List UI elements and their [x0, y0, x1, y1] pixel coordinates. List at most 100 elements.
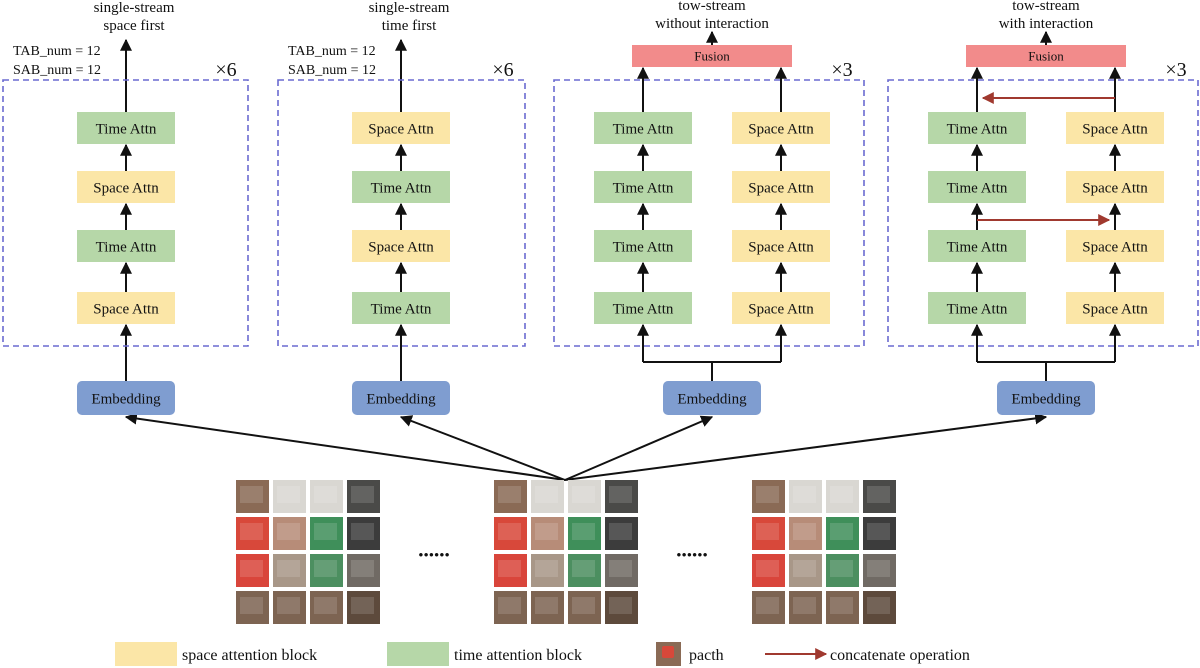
patch-grid-3-patch-r3-c1-shade — [793, 597, 816, 614]
panel-frame-p2 — [277, 79, 526, 347]
embedding-box-p3-box — [663, 381, 761, 415]
panel-title-line1-p4: tow-stream — [1012, 0, 1080, 14]
patch-grid-1-patch-r0-c1 — [273, 480, 306, 513]
embedding-box-p2-box — [352, 381, 450, 415]
patch-grid-3-patch-r0-c0-shade — [756, 486, 779, 503]
legend-time-label: time attention block — [454, 647, 582, 664]
patch-grid-2-patch-r2-c0-shade — [498, 560, 521, 577]
patch-grid-3-patch-r0-c3 — [863, 480, 896, 513]
patch-grid-1-patch-r3-c2-shade — [314, 597, 337, 614]
patch-grid-1-patch-r3-c3-shade — [351, 597, 374, 614]
legend-patch-face — [662, 646, 674, 658]
attn-block-p3-r3-c1-box — [732, 292, 830, 324]
panel-title-line2-p4: with interaction — [999, 16, 1094, 32]
patch-grid-2-patch-r1-c2-shade — [572, 523, 595, 540]
patch-grid-3-patch-r3-c2-shade — [830, 597, 853, 614]
patch-grid-1-patch-r2-c2-shade — [314, 560, 337, 577]
patch-grid-3-patch-r0-c1-shade — [793, 486, 816, 503]
patch-grid-1-patch-r3-c1-shade — [277, 597, 300, 614]
panel-title-line2-p3: without interaction — [655, 16, 769, 32]
patch-grid-2-patch-r1-c1 — [531, 517, 564, 550]
patch-grid-2-patch-r3-c0 — [494, 591, 527, 624]
attn-block-p1-r3-c0-box — [77, 292, 175, 324]
patch-grid-3-patch-r2-c2 — [826, 554, 859, 587]
legend-patch-icon — [656, 642, 681, 666]
patch-grid-2-patch-r2-c1 — [531, 554, 564, 587]
attn-block-p1-r1-c0-label: Space Attn — [93, 180, 159, 196]
patch-grid-2-patch-r2-c3-shade — [609, 560, 632, 577]
patch-grid-2-patch-r0-c0 — [494, 480, 527, 513]
attn-block-p3-r0-c1-label: Space Attn — [748, 121, 814, 137]
attn-block-p4-r0-c0-box — [928, 112, 1026, 144]
patch-grid-1-patch-r3-c0 — [236, 591, 269, 624]
attn-block-p4-r3-c1-box — [1066, 292, 1164, 324]
attn-block-p3-r1-c0-box — [594, 171, 692, 203]
patch-grid-2-patch-r0-c3 — [605, 480, 638, 513]
patch-grid-1-patch-r0-c2 — [310, 480, 343, 513]
patch-grid-1-patch-r2-c1 — [273, 554, 306, 587]
patch-grid-3-patch-r3-c0 — [752, 591, 785, 624]
patch-grid-3-patch-r1-c1-shade — [793, 523, 816, 540]
patch-grid-1-patch-r3-c3 — [347, 591, 380, 624]
repeat-marker-p2: ×6 — [492, 59, 513, 81]
patch-grid-1-patch-r3-c0-shade — [240, 597, 263, 614]
legend-space-label: space attention block — [182, 647, 317, 664]
patch-grid-2-patch-r0-c1 — [531, 480, 564, 513]
patch-grid-1-patch-r2-c3 — [347, 554, 380, 587]
patch-grid-3-patch-r2-c3-shade — [867, 560, 890, 577]
patch-grid-3-patch-r2-c2-shade — [830, 560, 853, 577]
patch-grid-2-patch-r3-c1 — [531, 591, 564, 624]
patch-grid-1-patch-r3-c1 — [273, 591, 306, 624]
patch-grid-1-patch-r0-c3-shade — [351, 486, 374, 503]
attn-block-p4-r1-c1-label: Space Attn — [1082, 180, 1148, 196]
panel-param-p1-1: SAB_num = 12 — [13, 63, 101, 78]
panel-frame-p1 — [2, 79, 249, 347]
patch-grid-3-patch-r1-c2 — [826, 517, 859, 550]
embedding-box-p4-label: Embedding — [1011, 391, 1081, 407]
attn-block-p4-r1-c0-box — [928, 171, 1026, 203]
repeat-marker-p4: ×3 — [1165, 59, 1186, 81]
attn-block-p1-r0-c0-box — [77, 112, 175, 144]
fusion-box-p4-box — [966, 45, 1126, 67]
attn-block-p3-r3-c1-label: Space Attn — [748, 301, 814, 317]
attn-block-p3-r3-c0-label: Time Attn — [613, 301, 674, 317]
attn-block-p4-r3-c1-label: Space Attn — [1082, 301, 1148, 317]
patch-grid-3-patch-r3-c3-shade — [867, 597, 890, 614]
patch-grid-1-patch-r2-c0-shade — [240, 560, 263, 577]
patch-grid-2-patch-r2-c1-shade — [535, 560, 558, 577]
repeat-marker-p3: ×3 — [831, 59, 852, 81]
patch-grid-3-patch-r2-c3 — [863, 554, 896, 587]
embedding-box-p2-label: Embedding — [366, 391, 436, 407]
arrow-patch-to-embed-p2 — [399, 415, 566, 481]
attn-block-p3-r2-c0-label: Time Attn — [613, 239, 674, 255]
attn-block-p4-r2-c0-box — [928, 230, 1026, 262]
fusion-box-p4-label: Fusion — [1028, 49, 1064, 64]
patch-grid-2-patch-r2-c3 — [605, 554, 638, 587]
embedding-box-p3-label: Embedding — [677, 391, 747, 407]
embedding-box-p1-label: Embedding — [91, 391, 161, 407]
attn-block-p2-r1-c0-label: Time Attn — [371, 180, 432, 196]
patch-grid-1-patch-r1-c3 — [347, 517, 380, 550]
attn-block-p2-r0-c0-box — [352, 112, 450, 144]
attn-block-p4-r1-c0-label: Time Attn — [947, 180, 1008, 196]
patch-grid-2-patch-r3-c2-shade — [572, 597, 595, 614]
patch-grid-1-patch-r0-c2-shade — [314, 486, 337, 503]
attn-block-p3-r2-c1-box — [732, 230, 830, 262]
legend-concat-label: concatenate operation — [830, 647, 970, 664]
arrow-patch-to-embed-p3 — [564, 415, 714, 481]
ellipsis-1: •••••• — [418, 548, 450, 564]
patch-grid-1-patch-r1-c0-shade — [240, 523, 263, 540]
legend-patch-label: pacth — [689, 647, 724, 664]
patch-grid-3-patch-r2-c0-shade — [756, 560, 779, 577]
patch-grid-2-patch-r1-c0 — [494, 517, 527, 550]
patch-grid-1-patch-r0-c0-shade — [240, 486, 263, 503]
patch-grid-2-patch-r0-c2-shade — [572, 486, 595, 503]
attn-block-p2-r2-c0-box — [352, 230, 450, 262]
panel-frame-p4 — [887, 79, 1199, 347]
patch-grid-3-patch-r0-c0 — [752, 480, 785, 513]
patch-grid-3-patch-r3-c1 — [789, 591, 822, 624]
patch-grid-1-patch-r1-c1-shade — [277, 523, 300, 540]
patch-grid-1-patch-r1-c1 — [273, 517, 306, 550]
